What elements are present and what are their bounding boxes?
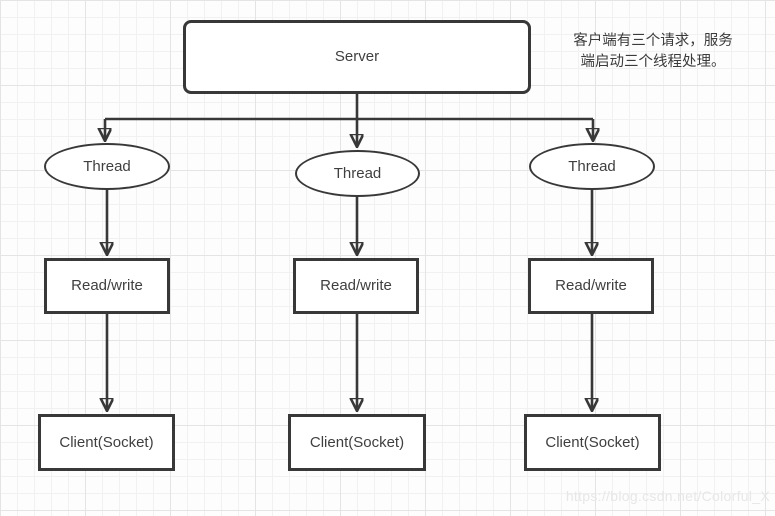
- readwrite-node-right: Read/write: [528, 258, 654, 314]
- client-label: Client(Socket): [309, 433, 405, 451]
- client-node-right: Client(Socket): [524, 414, 661, 471]
- thread-label: Thread: [568, 157, 616, 175]
- client-label: Client(Socket): [59, 433, 154, 451]
- readwrite-label: Read/write: [320, 277, 392, 294]
- thread-node-middle: Thread: [295, 150, 420, 197]
- client-label: Client(Socket): [545, 433, 640, 451]
- thread-node-right: Thread: [529, 143, 655, 190]
- thread-label: Thread: [333, 164, 382, 182]
- watermark-url: https://blog.csdn.net/Colorful_X: [565, 488, 770, 504]
- annotation-line-2: 端启动三个线程处理。: [580, 54, 726, 70]
- readwrite-node-left: Read/write: [44, 258, 170, 314]
- readwrite-node-middle: Read/write: [293, 258, 419, 314]
- annotation-text: 客户端有三个请求，服务 端启动三个线程处理。: [552, 31, 754, 73]
- client-node-left: Client(Socket): [38, 414, 175, 471]
- server-node: Server: [183, 20, 531, 94]
- client-node-middle: Client(Socket): [288, 414, 426, 471]
- readwrite-label: Read/write: [555, 277, 627, 294]
- thread-node-left: Thread: [44, 143, 170, 190]
- server-label: Server: [334, 48, 380, 65]
- thread-label: Thread: [83, 157, 131, 175]
- annotation-line-1: 客户端有三个请求，服务: [573, 33, 733, 49]
- readwrite-label: Read/write: [71, 277, 143, 294]
